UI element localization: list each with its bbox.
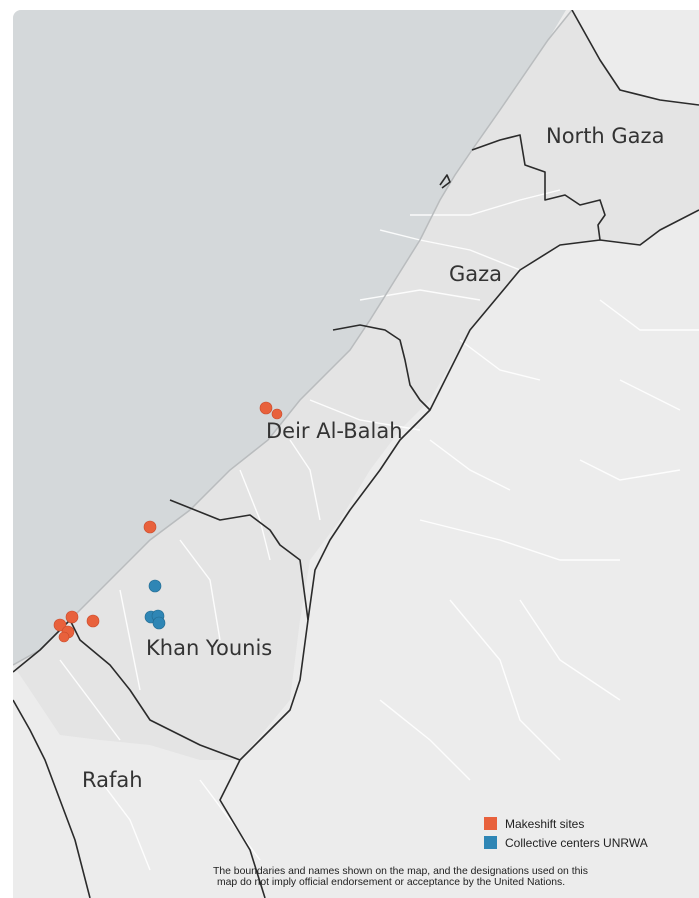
label-north-gaza: North Gaza xyxy=(546,124,664,148)
label-khan-younis: Khan Younis xyxy=(146,636,272,660)
roads xyxy=(59,189,699,871)
label-deir-al-balah: Deir Al-Balah xyxy=(266,419,403,443)
disclaimer-line-1: The boundaries and names shown on the ma… xyxy=(213,866,588,877)
map-canvas[interactable]: North Gaza Gaza Deir Al-Balah Khan Youni… xyxy=(13,10,699,898)
sea xyxy=(13,10,566,665)
legend-swatch-collective xyxy=(484,836,497,849)
disclaimer-line-2: map do not imply official endorsement or… xyxy=(217,877,566,888)
makeshift-site-marker[interactable] xyxy=(271,408,283,420)
makeshift-site-marker[interactable] xyxy=(58,631,70,643)
map-legend: Makeshift sites Collective centers UNRWA xyxy=(484,814,648,852)
legend-swatch-makeshift xyxy=(484,817,497,830)
map-frame: North Gaza Gaza Deir Al-Balah Khan Youni… xyxy=(13,10,699,898)
makeshift-site-marker[interactable] xyxy=(65,610,79,624)
makeshift-site-marker[interactable] xyxy=(53,618,67,632)
makeshift-site-marker[interactable] xyxy=(86,614,100,628)
map-disclaimer: The boundaries and names shown on the ma… xyxy=(213,866,697,888)
collective-centers xyxy=(144,579,166,630)
collective-center-marker[interactable] xyxy=(152,616,166,630)
coastline xyxy=(13,10,573,666)
makeshift-site-marker[interactable] xyxy=(259,401,273,415)
collective-center-marker[interactable] xyxy=(148,579,162,593)
makeshift-site-marker[interactable] xyxy=(143,520,157,534)
boundaries xyxy=(13,10,699,898)
legend-label-collective: Collective centers UNRWA xyxy=(505,835,648,850)
label-gaza: Gaza xyxy=(449,262,502,286)
makeshift-sites xyxy=(53,401,283,643)
region-labels: North Gaza Gaza Deir Al-Balah Khan Youni… xyxy=(82,124,664,792)
legend-item-makeshift: Makeshift sites xyxy=(484,814,648,833)
legend-label-makeshift: Makeshift sites xyxy=(505,816,585,831)
label-rafah: Rafah xyxy=(82,768,143,792)
legend-item-collective: Collective centers UNRWA xyxy=(484,833,648,852)
